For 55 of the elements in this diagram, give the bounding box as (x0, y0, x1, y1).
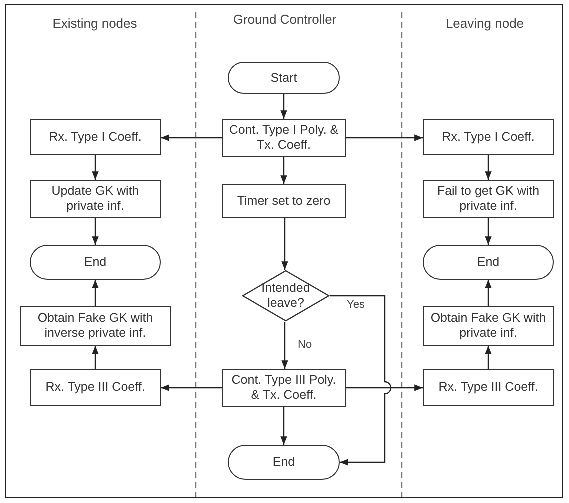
edge-label: No (297, 340, 314, 350)
arrow (485, 280, 492, 306)
process-box (20, 306, 171, 346)
arrow (346, 384, 423, 392)
process-box (30, 180, 161, 218)
node-text: Obtain Fake GK with inverse private inf. (36, 311, 154, 341)
node-text: Rx. Type III Coeff. (438, 380, 538, 395)
terminal-node (228, 445, 340, 480)
node-text: Start (270, 70, 298, 86)
process-box (30, 119, 161, 155)
arrow (346, 134, 423, 142)
arrow (92, 218, 99, 245)
arrow (282, 322, 288, 369)
process-box (423, 119, 554, 155)
node-text: Rx. Type I Coeff. (442, 130, 535, 144)
arrow (161, 384, 222, 392)
arrow (92, 280, 99, 306)
process-box (222, 119, 346, 157)
node-text: Update GK with private inf. (50, 184, 140, 214)
process-box (423, 369, 554, 406)
node-text: Rx. Type III Coeff. (46, 380, 146, 395)
arrow (485, 218, 492, 245)
node-text: End (272, 455, 296, 470)
node-text: Fail to get GK with private inf. (436, 184, 541, 214)
edge-label: Yes (346, 300, 366, 311)
node-text: Obtain Fake GK with private inf. (430, 311, 548, 341)
process-box (222, 184, 346, 218)
arrow (282, 218, 288, 270)
terminal-node (423, 245, 554, 280)
terminal-node (228, 62, 340, 94)
arrow (92, 346, 99, 369)
arrow (92, 155, 99, 180)
node-text: Intended leave? (260, 281, 312, 311)
arrow (485, 346, 492, 369)
node-text: Cont. Type I Poly. & Tx. Coeff. (228, 123, 340, 153)
node-text: Timer set to zero (237, 194, 331, 208)
process-box (30, 369, 161, 406)
decision-diamond (242, 270, 330, 322)
node-text: End (477, 255, 500, 270)
node-text: Rx. Type I Coeff. (49, 130, 142, 144)
process-box (423, 306, 554, 346)
process-box (423, 180, 554, 218)
arrow (161, 134, 222, 142)
lane-heading: Existing nodes (52, 16, 138, 32)
terminal-node (30, 245, 161, 280)
arrow (280, 157, 288, 184)
lane-heading: Leaving node (444, 16, 526, 32)
arrow (485, 155, 492, 180)
node-text: Cont. Type III Poly. & Tx. Coeff. (230, 373, 338, 403)
arrow (330, 295, 392, 466)
lane-heading: Ground Controller (232, 12, 338, 28)
arrow (280, 94, 288, 119)
arrow (280, 407, 288, 445)
process-box (222, 369, 346, 407)
node-text: End (84, 255, 107, 270)
